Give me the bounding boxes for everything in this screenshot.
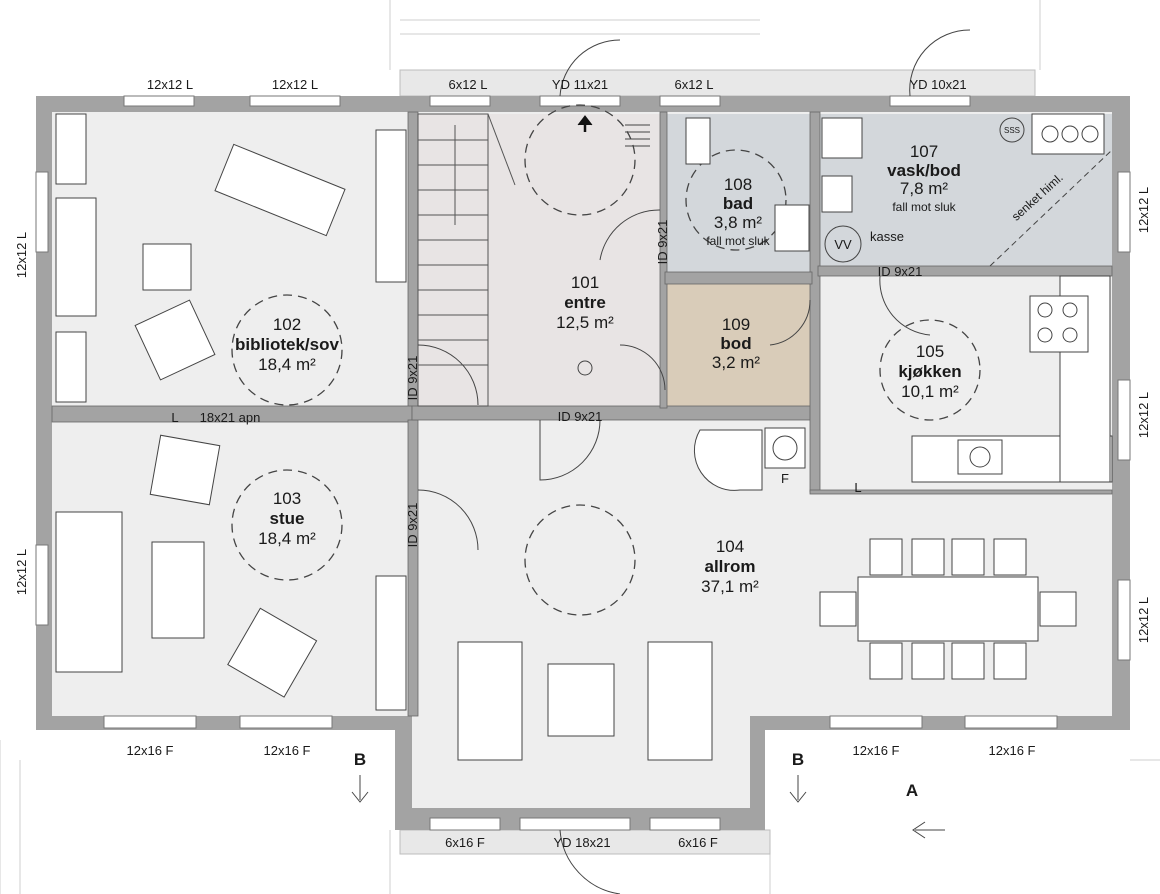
opening-label: 12x12 L: [14, 549, 29, 595]
turning-circles: [231, 104, 981, 616]
svg-text:B: B: [792, 750, 804, 769]
room-area: 37,1 m²: [701, 577, 759, 596]
opening-label: YD 11x21: [552, 77, 608, 92]
openings-interior: 18x21 apn ID 9x21 ID 9x21 ID 9x21 ID 9x2…: [200, 220, 923, 548]
opening-label: 12x16 F: [853, 743, 900, 758]
opening-label: ID 9x21: [558, 409, 603, 424]
opening-label: 12x12 L: [1136, 187, 1151, 233]
svg-text:A: A: [906, 781, 918, 800]
room-name: allrom: [704, 557, 755, 576]
opening-label: 12x16 F: [127, 743, 174, 758]
openings-bottom: 12x16 F 12x16 F 6x16 F YD 18x21 6x16 F 1…: [127, 743, 1036, 850]
opening-label: 6x12 L: [674, 77, 713, 92]
room-label-104: 104 allrom 37,1 m²: [701, 537, 759, 596]
room-area: 3,8 m²: [714, 213, 763, 232]
svg-text:B: B: [354, 750, 366, 769]
openings-right: 12x12 L 12x12 L 12x12 L: [1136, 187, 1151, 643]
f-label: F: [781, 471, 789, 486]
room-label-107: 107 vask/bod 7,8 m² fall mot sluk: [887, 142, 961, 214]
room-area: 18,4 m²: [258, 355, 316, 374]
opening-label: 12x12 L: [14, 232, 29, 278]
room-number: 105: [916, 342, 944, 361]
room-number: 107: [910, 142, 938, 161]
bod-floor: [667, 284, 812, 406]
openings-left: 12x12 L 12x12 L: [14, 232, 29, 595]
room-area: 7,8 m²: [900, 179, 949, 198]
terrace-top: [399, 69, 1036, 97]
furniture: [55, 113, 1113, 761]
room-number: 101: [571, 273, 599, 292]
opening-label: 6x16 F: [445, 835, 485, 850]
opening-label: ID 9x21: [405, 503, 420, 548]
floor: [52, 112, 1112, 808]
opening-label: 6x16 F: [678, 835, 718, 850]
room-name: bibliotek/sov: [235, 335, 339, 354]
room-name: kjøkken: [898, 362, 961, 381]
terrace-bottom: [399, 829, 771, 855]
room-area: 10,1 m²: [901, 382, 959, 401]
room-number: 104: [716, 537, 744, 556]
section-marker-b-left: B: [351, 750, 369, 803]
room-label-103: 103 stue 18,4 m²: [258, 489, 316, 548]
room-name: bod: [720, 334, 751, 353]
windows: [35, 95, 1131, 831]
section-marker-b-right: B: [789, 750, 807, 803]
room-label-102: 102 bibliotek/sov 18,4 m²: [235, 315, 339, 374]
opening-label: 12x16 F: [264, 743, 311, 758]
opening-label: 12x12 L: [147, 77, 193, 92]
room-number: 102: [273, 315, 301, 334]
room-number: 103: [273, 489, 301, 508]
room-area: 12,5 m²: [556, 313, 614, 332]
appliance-details: [577, 115, 1113, 468]
opening-label: 12x16 F: [989, 743, 1036, 758]
room-note: fall mot sluk: [892, 200, 956, 214]
room-area: 3,2 m²: [712, 353, 761, 372]
opening-label: ID 9x21: [655, 220, 670, 265]
entre-floor: [418, 114, 663, 406]
l-label: L: [854, 480, 861, 495]
opening-label: YD 10x21: [909, 77, 966, 92]
opening-label: 6x12 L: [448, 77, 487, 92]
room-label-109: 109 bod 3,2 m²: [712, 315, 761, 372]
opening-label: 18x21 apn: [200, 410, 261, 425]
room-name: bad: [723, 194, 753, 213]
kasse-label: kasse: [870, 229, 904, 244]
opening-label: ID 9x21: [405, 356, 420, 401]
water-heater-label: VV: [834, 237, 852, 252]
room-name: vask/bod: [887, 161, 961, 180]
staircase: [417, 113, 516, 407]
room-name: entre: [564, 293, 606, 312]
l-label: L: [171, 410, 178, 425]
opening-label: 12x12 L: [272, 77, 318, 92]
sss-label: SSS: [1004, 126, 1020, 135]
door-swings: [417, 29, 971, 894]
opening-label: YD 18x21: [553, 835, 610, 850]
openings-top: 12x12 L 12x12 L 6x12 L YD 11x21 6x12 L Y…: [147, 77, 967, 92]
interior-walls: [51, 111, 1113, 717]
room-note: fall mot sluk: [706, 234, 770, 248]
section-marker-a: A: [906, 781, 945, 839]
room-name: stue: [270, 509, 305, 528]
room-label-105: 105 kjøkken 10,1 m²: [898, 342, 961, 401]
room-label-101: 101 entre 12,5 m²: [556, 273, 614, 332]
opening-label: 12x12 L: [1136, 597, 1151, 643]
opening-label: 12x12 L: [1136, 392, 1151, 438]
opening-label: ID 9x21: [878, 264, 923, 279]
room-number: 109: [722, 315, 750, 334]
room-area: 18,4 m²: [258, 529, 316, 548]
room-number: 108: [724, 175, 752, 194]
room-label-108: 108 bad 3,8 m² fall mot sluk: [706, 175, 770, 248]
